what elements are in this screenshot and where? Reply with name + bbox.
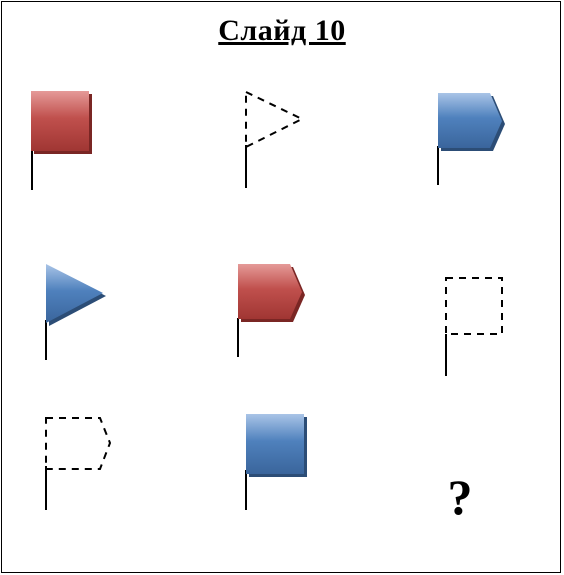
flag-red-square: [31, 91, 92, 190]
flag-dashed-pentagon: [45, 417, 112, 510]
flag-blue-pentagon: [437, 93, 505, 185]
flag-blue-triangle: [45, 264, 106, 360]
flag-red-pentagon: [237, 264, 305, 357]
flag-dashed-triangle: [245, 90, 305, 188]
question-mark: ?: [447, 469, 473, 525]
slide-title: Слайд 10: [218, 14, 346, 47]
flag-dashed-square: [445, 277, 503, 376]
flag-blue-square: [245, 414, 307, 510]
